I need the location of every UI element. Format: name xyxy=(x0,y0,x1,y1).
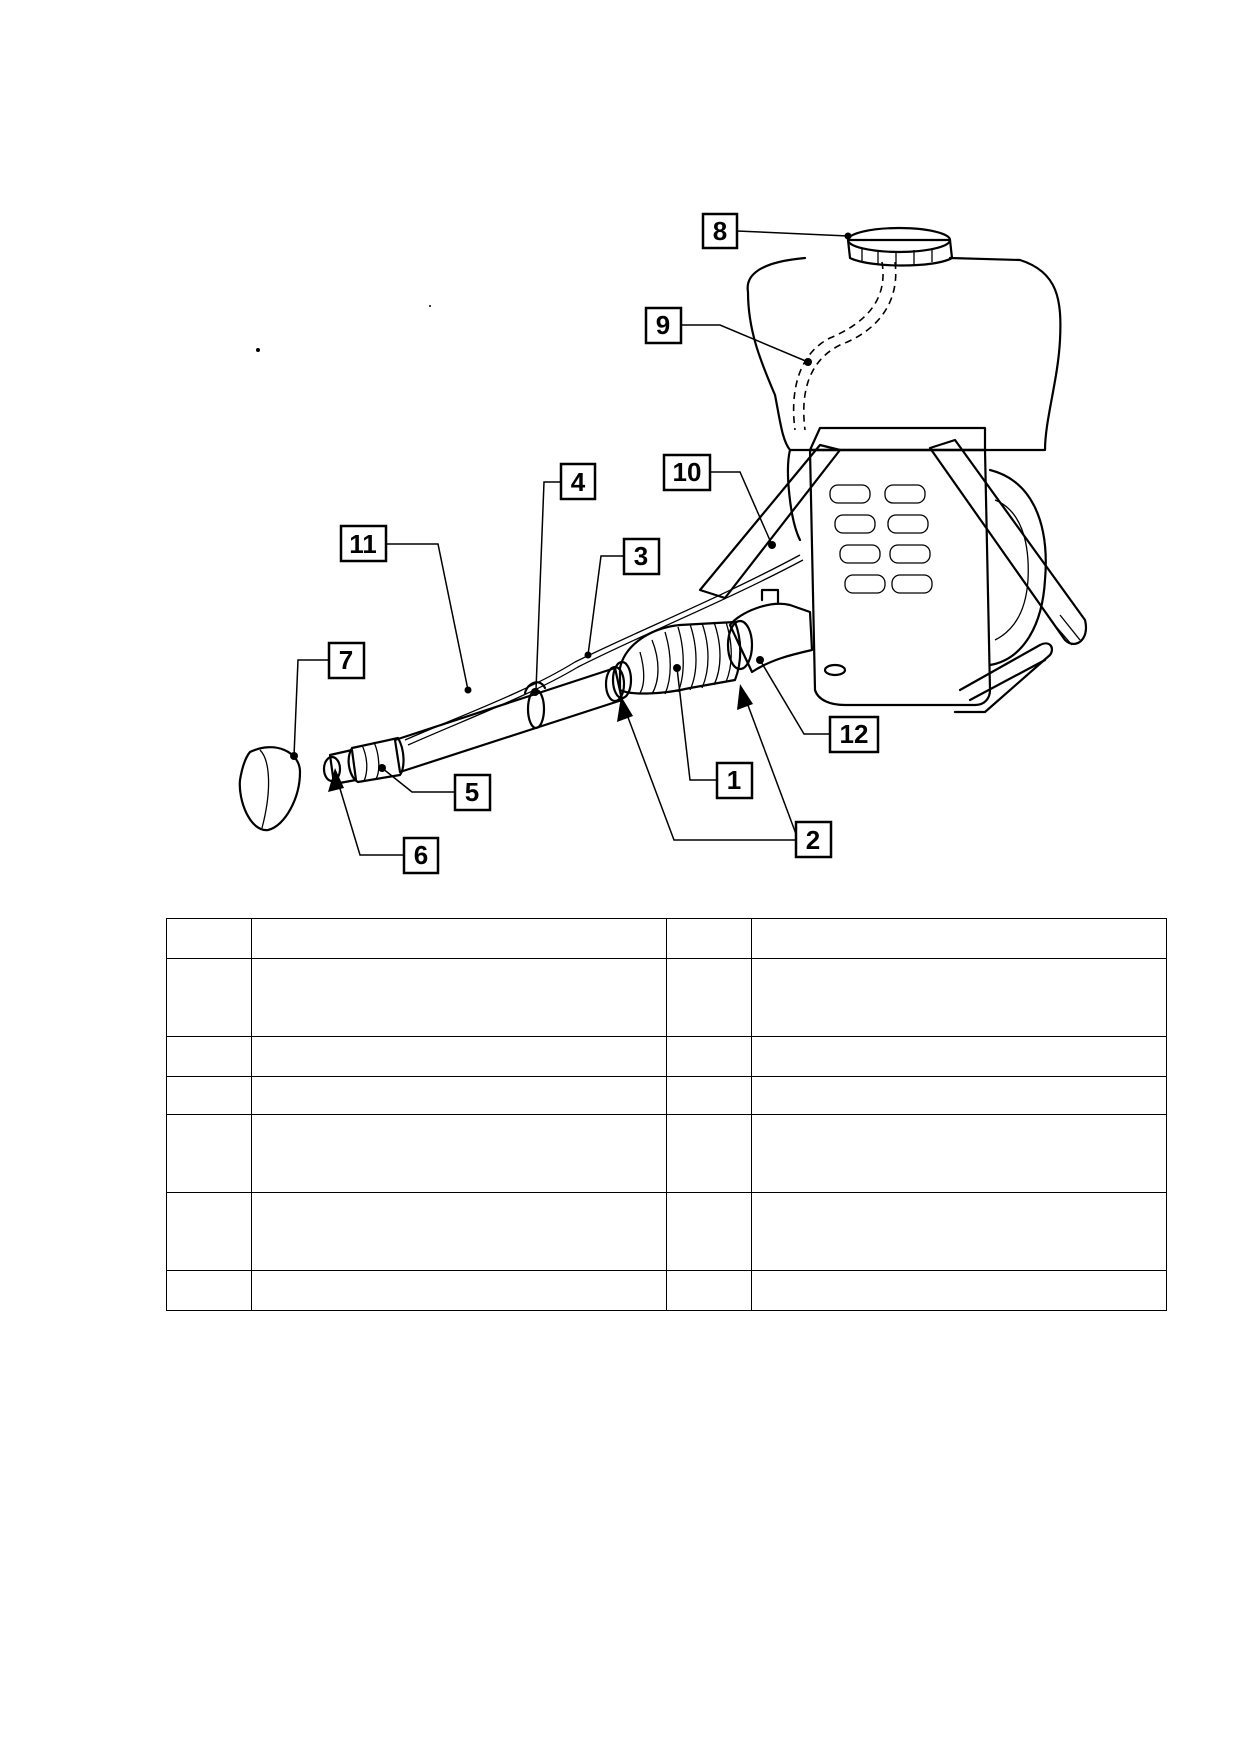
table-cell xyxy=(666,958,752,1037)
table-cell xyxy=(166,918,252,959)
callout-9-label: 9 xyxy=(656,310,670,340)
nozzle xyxy=(322,736,405,786)
table-cell xyxy=(751,1076,1167,1115)
table-cell xyxy=(751,1114,1167,1193)
table-cell xyxy=(251,958,667,1037)
table-cell xyxy=(251,1114,667,1193)
table-cell xyxy=(751,1192,1167,1271)
callout-5: 5 xyxy=(453,773,492,812)
table-row xyxy=(166,1192,1167,1271)
table-cell xyxy=(251,918,667,959)
callout-6-label: 6 xyxy=(414,840,428,870)
tank-cap xyxy=(846,226,954,267)
sprayer-diagram: 8 9 10 4 11 3 7 12 1 5 2 6 xyxy=(238,212,1088,875)
table-cell xyxy=(666,1270,752,1311)
callout-3: 3 xyxy=(622,537,661,576)
callout-5-label: 5 xyxy=(465,777,479,807)
callout-1-label: 1 xyxy=(727,765,741,795)
callout-11-label: 11 xyxy=(349,529,377,559)
table-row xyxy=(166,1036,1167,1077)
callout-8-label: 8 xyxy=(713,216,727,246)
callout-4-label: 4 xyxy=(571,467,586,497)
callout-6: 6 xyxy=(402,836,440,875)
table-row xyxy=(166,918,1167,959)
table-cell xyxy=(166,1192,252,1271)
table-row xyxy=(166,1114,1167,1193)
engine-frame xyxy=(698,426,1088,714)
callout-10-label: 10 xyxy=(673,457,702,487)
callout-1: 1 xyxy=(715,761,754,800)
blower-elbow xyxy=(726,588,814,674)
table-cell xyxy=(751,1270,1167,1311)
table-cell xyxy=(666,1036,752,1077)
callout-12-label: 12 xyxy=(840,719,869,749)
callout-7-label: 7 xyxy=(339,645,353,675)
callout-4: 4 xyxy=(559,462,597,501)
table-cell xyxy=(666,1076,752,1115)
table-cell xyxy=(666,1114,752,1193)
callout-8: 8 xyxy=(701,212,739,250)
callout-3-label: 3 xyxy=(634,541,648,571)
leader-lines xyxy=(290,230,852,856)
table-row xyxy=(166,1270,1167,1311)
table-cell xyxy=(166,958,252,1037)
callout-9: 9 xyxy=(644,306,683,345)
table-cell xyxy=(251,1076,667,1115)
callout-2: 2 xyxy=(794,820,833,859)
table-cell xyxy=(751,958,1167,1037)
table-cell xyxy=(666,1192,752,1271)
table-row xyxy=(166,958,1167,1037)
table-cell xyxy=(251,1036,667,1077)
table-cell xyxy=(751,918,1167,959)
parts-legend-table xyxy=(166,918,1167,1311)
table-cell xyxy=(166,1270,252,1311)
tank xyxy=(746,226,1062,542)
table-cell xyxy=(166,1076,252,1115)
table-cell xyxy=(166,1036,252,1077)
table-cell xyxy=(751,1036,1167,1077)
callout-11: 11 xyxy=(339,524,388,563)
table-cell xyxy=(251,1270,667,1311)
table-row xyxy=(166,1076,1167,1115)
deflector xyxy=(238,746,302,832)
spray-tube xyxy=(393,554,804,774)
table-cell xyxy=(666,918,752,959)
callout-2-label: 2 xyxy=(806,825,820,855)
callout-7: 7 xyxy=(327,641,366,680)
callout-10: 10 xyxy=(662,453,712,492)
flexible-hose xyxy=(611,620,742,700)
table-cell xyxy=(166,1114,252,1193)
table-cell xyxy=(251,1192,667,1271)
callout-12: 12 xyxy=(828,715,880,754)
